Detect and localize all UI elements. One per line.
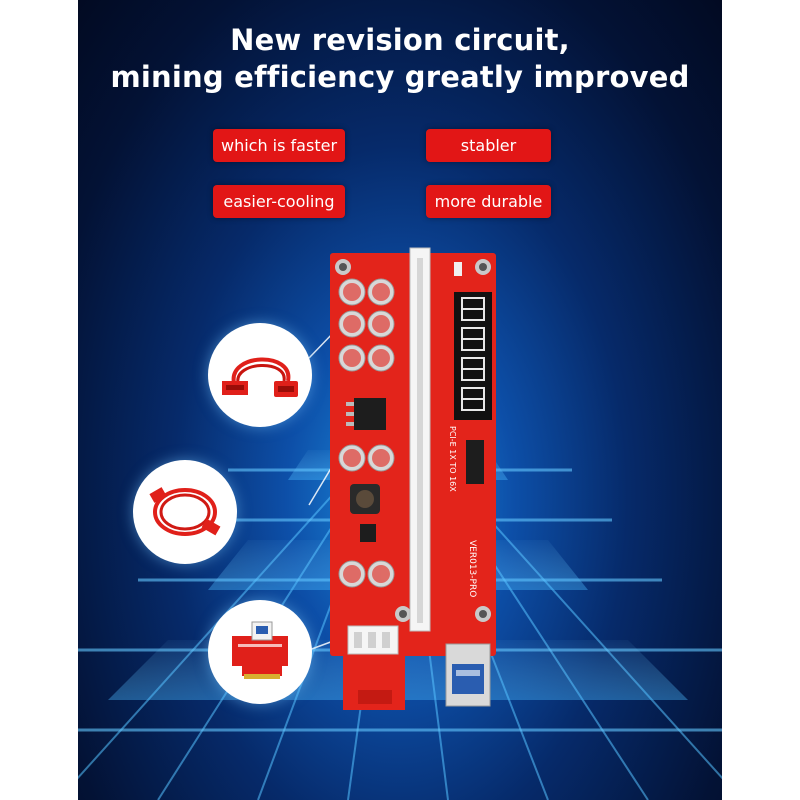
riser-board: VER013-PRO PCI-E 1X TO 16X	[330, 247, 496, 710]
headline-line-1: New revision circuit,	[230, 23, 570, 57]
feature-tag-easier-cooling: easier-cooling	[213, 185, 345, 218]
sata-power-cable-icon	[222, 357, 298, 397]
sata-power-cable-circle	[208, 323, 312, 427]
board-model-label: VER013-PRO	[467, 540, 477, 597]
feature-tag-stabler: stabler	[426, 129, 551, 162]
capacitors	[338, 278, 395, 588]
headline-line-2: mining efficiency greatly improved	[110, 60, 690, 94]
feature-tag-more-durable: more durable	[426, 185, 551, 218]
pcie-adapter-circle	[208, 600, 312, 704]
pcie-x1-adapter-icon	[232, 621, 288, 679]
usb-cable-circle	[133, 460, 237, 564]
board-slot-label: PCI-E 1X TO 16X	[448, 426, 457, 492]
feature-tag-faster: which is faster	[213, 129, 345, 162]
usb-cable-icon	[149, 487, 221, 536]
product-banner: New revision circuit, mining efficiency …	[78, 0, 722, 800]
